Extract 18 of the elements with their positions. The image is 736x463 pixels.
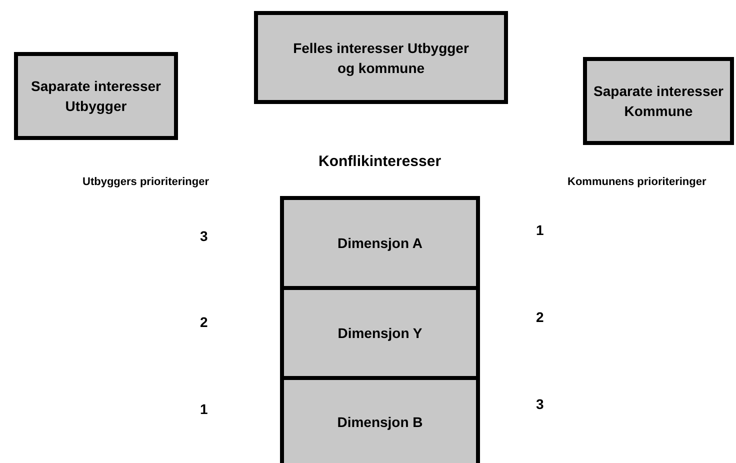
priority-number: 2 bbox=[536, 309, 544, 325]
interest-box bbox=[583, 57, 734, 145]
priority-number: 3 bbox=[200, 228, 208, 244]
interest-box bbox=[254, 11, 508, 104]
box-label: Saparate interesser Utbygger bbox=[30, 77, 162, 116]
axis-caption: Kommunens prioriteringer bbox=[568, 176, 706, 188]
priority-number: 3 bbox=[536, 396, 544, 412]
priority-number: 2 bbox=[200, 314, 208, 330]
interest-box bbox=[14, 52, 178, 140]
box-label: Felles interesser Utbygger og kommune bbox=[292, 38, 470, 78]
box-label: Dimensjon B bbox=[337, 413, 423, 432]
priority-number: 1 bbox=[536, 222, 544, 238]
box-label: Saparate interesser Kommune bbox=[592, 82, 724, 121]
section-heading: Konflikinteresser bbox=[318, 153, 442, 170]
box-label: Dimensjon A bbox=[337, 234, 423, 253]
box-label: Dimensjon Y bbox=[338, 324, 422, 343]
axis-caption: Utbyggers prioriteringer bbox=[82, 176, 210, 188]
priority-number: 1 bbox=[200, 401, 208, 417]
